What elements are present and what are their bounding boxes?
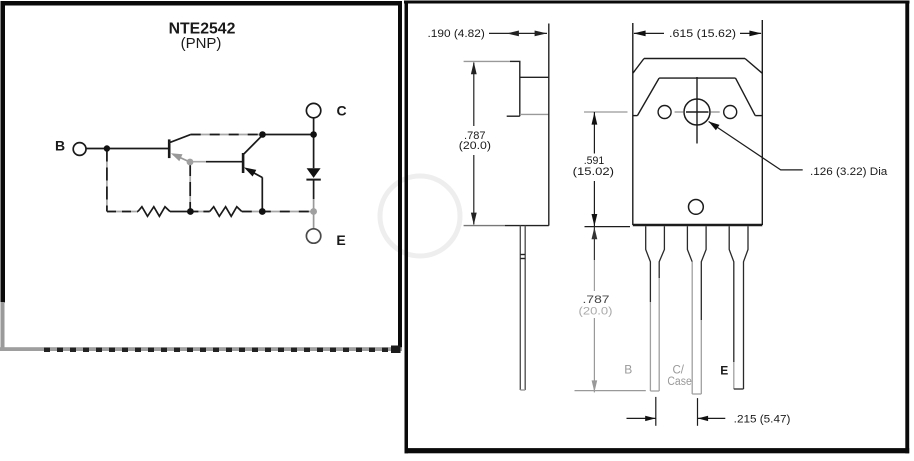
- svg-text:E: E: [336, 232, 345, 248]
- svg-text:.215 (5.47): .215 (5.47): [734, 413, 791, 425]
- svg-text:.787: .787: [464, 130, 486, 142]
- svg-text:(20.0): (20.0): [579, 306, 613, 318]
- svg-text:.126 (3.22) Dia: .126 (3.22) Dia: [810, 166, 888, 178]
- svg-text:.787: .787: [583, 294, 610, 306]
- svg-text:.615 (15.62): .615 (15.62): [669, 28, 736, 40]
- svg-text:Case: Case: [667, 376, 691, 388]
- svg-text:C: C: [336, 102, 346, 118]
- svg-text:.591: .591: [584, 155, 605, 167]
- svg-text:B: B: [624, 363, 632, 377]
- svg-text:NTE2542: NTE2542: [169, 21, 236, 38]
- svg-text:(PNP): (PNP): [181, 35, 222, 52]
- svg-text:C/: C/: [672, 365, 684, 377]
- svg-text:(20.0): (20.0): [459, 140, 491, 152]
- svg-text:B: B: [55, 138, 65, 154]
- svg-text:(15.02): (15.02): [573, 166, 614, 178]
- svg-text:E: E: [720, 363, 728, 377]
- svg-text:.190 (4.82): .190 (4.82): [428, 28, 485, 40]
